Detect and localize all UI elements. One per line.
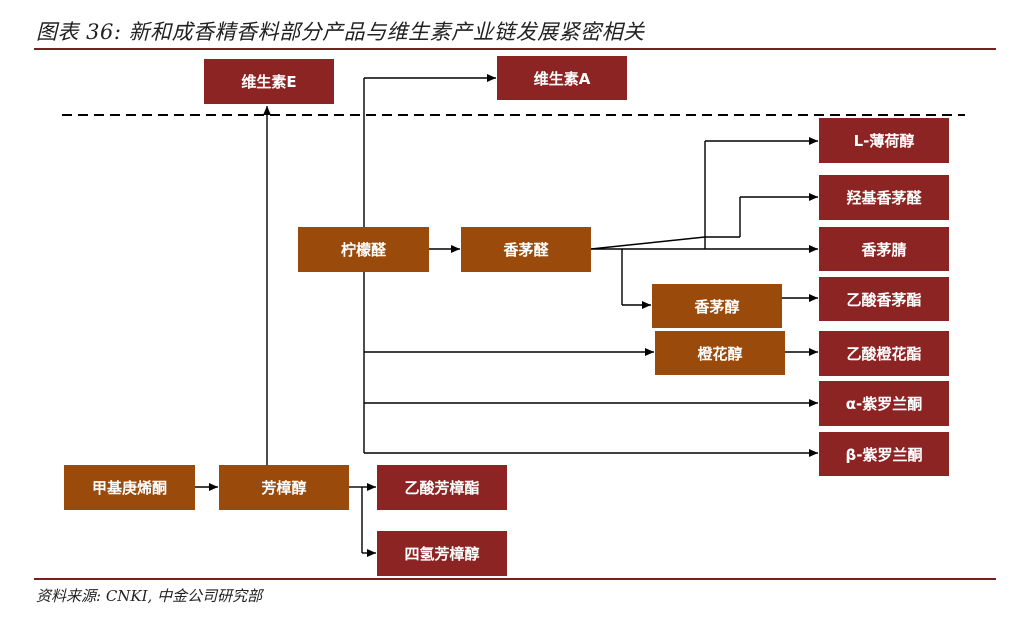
node-linalool: 芳樟醇 [219,465,349,510]
title-rule [34,48,996,50]
node-methylheptenone: 甲基庚烯酮 [64,465,195,510]
node-alpha-ionone: α-紫罗兰酮 [819,381,949,426]
node-hydroxycitronellal: 羟基香茅醛 [819,175,949,220]
node-neryl-acetate: 乙酸橙花酯 [819,331,949,376]
node-tetrahydrolinalool: 四氢芳樟醇 [377,531,507,576]
node-l-menthol: L-薄荷醇 [819,118,949,163]
node-beta-ionone: β-紫罗兰酮 [819,432,949,476]
node-citronellyl-acetate: 乙酸香茅酯 [819,277,949,321]
node-nerolidol: 橙花醇 [655,331,785,375]
node-linalyl-acetate: 乙酸芳樟酯 [377,465,507,510]
node-citral: 柠檬醛 [298,227,429,272]
figure-source: 资料来源: CNKI, 中金公司研究部 [36,587,263,605]
node-vitamin-a: 维生素A [497,56,627,100]
source-rule [34,578,996,580]
node-citronellol: 香茅醇 [652,284,782,328]
node-citronellyl-nitrile: 香茅腈 [819,227,949,271]
node-citronellal: 香茅醛 [461,227,591,272]
node-vitamin-e: 维生素E [204,59,334,104]
figure-title: 图表 36: 新和成香精香料部分产品与维生素产业链发展紧密相关 [36,20,645,44]
